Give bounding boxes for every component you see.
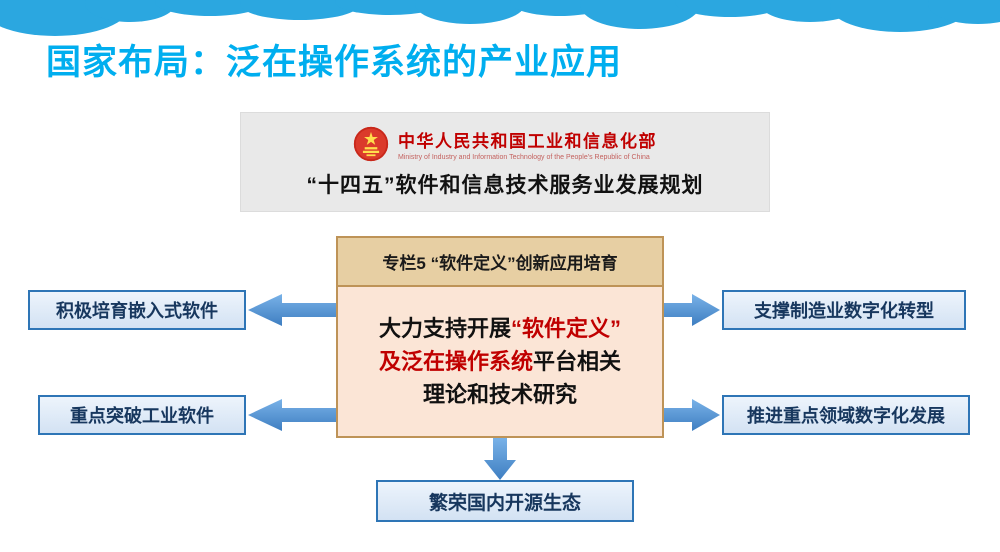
result-box-open-source: 繁荣国内开源生态: [376, 480, 634, 522]
arrow-down-icon: [484, 438, 516, 480]
arrow-right-top-icon: [664, 294, 720, 326]
policy-text-segment: 大力支持开展: [378, 316, 511, 341]
ministry-name: 中华人民共和国工业和信息化部: [398, 131, 657, 151]
policy-text: 大力支持开展“软件定义” 及泛在操作系统平台相关 理论和技术研究: [379, 312, 621, 411]
result-box-manufacturing-digital: 支撑制造业数字化转型: [722, 290, 966, 330]
result-box-embedded-software: 积极培育嵌入式软件: [28, 290, 246, 330]
result-box-industrial-software: 重点突破工业软件: [38, 395, 246, 435]
policy-text-segment-red: “软件定义”: [511, 316, 622, 341]
result-box-label: 推进重点领域数字化发展: [747, 406, 945, 426]
page-title: 国家布局：泛在操作系统的产业应用: [46, 43, 623, 82]
cloud-banner-decoration: [0, 0, 1000, 36]
result-box-label: 重点突破工业软件: [70, 406, 214, 426]
policy-callout: 专栏5 “软件定义”创新应用培育 大力支持开展“软件定义” 及泛在操作系统平台相…: [336, 236, 664, 438]
result-box-label: 支撑制造业数字化转型: [754, 301, 934, 321]
national-emblem-icon: [353, 126, 389, 161]
policy-callout-header: 专栏5 “软件定义”创新应用培育: [338, 238, 662, 287]
arrow-left-top-icon: [248, 294, 336, 326]
plan-title: “十四五”软件和信息技术服务业发展规划: [306, 173, 704, 197]
arrow-right-bottom-icon: [664, 399, 720, 431]
ministry-panel: 中华人民共和国工业和信息化部 Ministry of Industry and …: [240, 112, 770, 212]
arrow-left-bottom-icon: [248, 399, 336, 431]
policy-callout-body: 大力支持开展“软件定义” 及泛在操作系统平台相关 理论和技术研究: [338, 287, 662, 436]
ministry-logo-row: 中华人民共和国工业和信息化部 Ministry of Industry and …: [353, 126, 657, 162]
ministry-name-block: 中华人民共和国工业和信息化部 Ministry of Industry and …: [398, 127, 657, 161]
result-box-key-fields-digital: 推进重点领域数字化发展: [722, 395, 970, 435]
policy-text-segment: 理论和技术研究: [422, 382, 577, 407]
result-box-label: 积极培育嵌入式软件: [56, 301, 218, 321]
policy-text-segment-red: 及泛在操作系统: [378, 349, 533, 374]
ministry-name-english: Ministry of Industry and Information Tec…: [398, 153, 650, 161]
policy-text-segment: 平台相关: [533, 349, 622, 374]
result-box-label: 繁荣国内开源生态: [428, 492, 581, 514]
